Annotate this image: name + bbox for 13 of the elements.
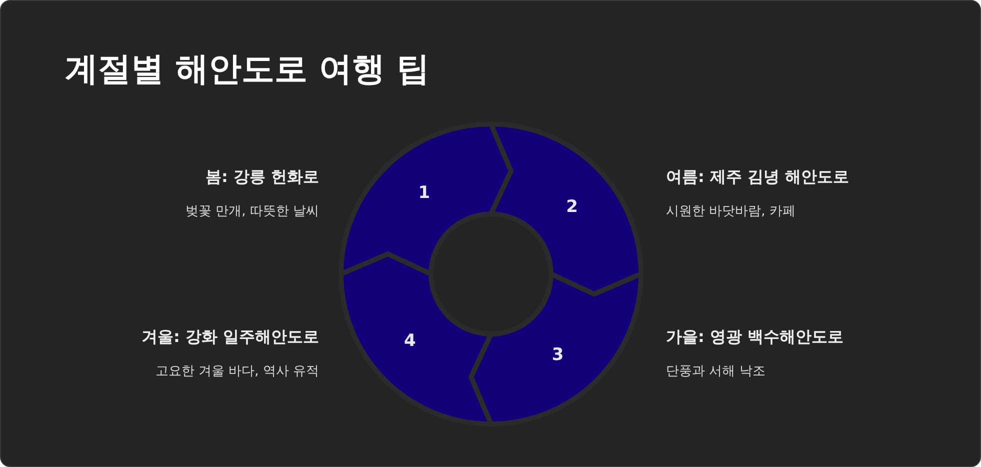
step-description: 벚꽃 만개, 따뜻한 날씨 — [185, 203, 319, 220]
step-number: 4 — [404, 330, 416, 351]
step-heading: 봄: 강릉 헌화로 — [205, 167, 319, 188]
step-heading: 겨울: 강화 일주해안도로 — [141, 327, 319, 348]
step-number: 1 — [418, 182, 430, 203]
step-heading: 여름: 제주 김녕 해안도로 — [666, 167, 850, 188]
step-number: 3 — [552, 345, 564, 366]
diagram-title: 계절별 해안도로 여행 팁 — [65, 48, 430, 90]
step-description: 고요한 겨울 바다, 역사 유적 — [155, 363, 319, 380]
step-description: 시원한 바닷바람, 카페 — [666, 203, 796, 220]
step-heading: 가을: 영광 백수해안도로 — [666, 327, 844, 348]
step-number: 2 — [566, 197, 578, 218]
step-description: 단풍과 서해 낙조 — [666, 363, 766, 380]
